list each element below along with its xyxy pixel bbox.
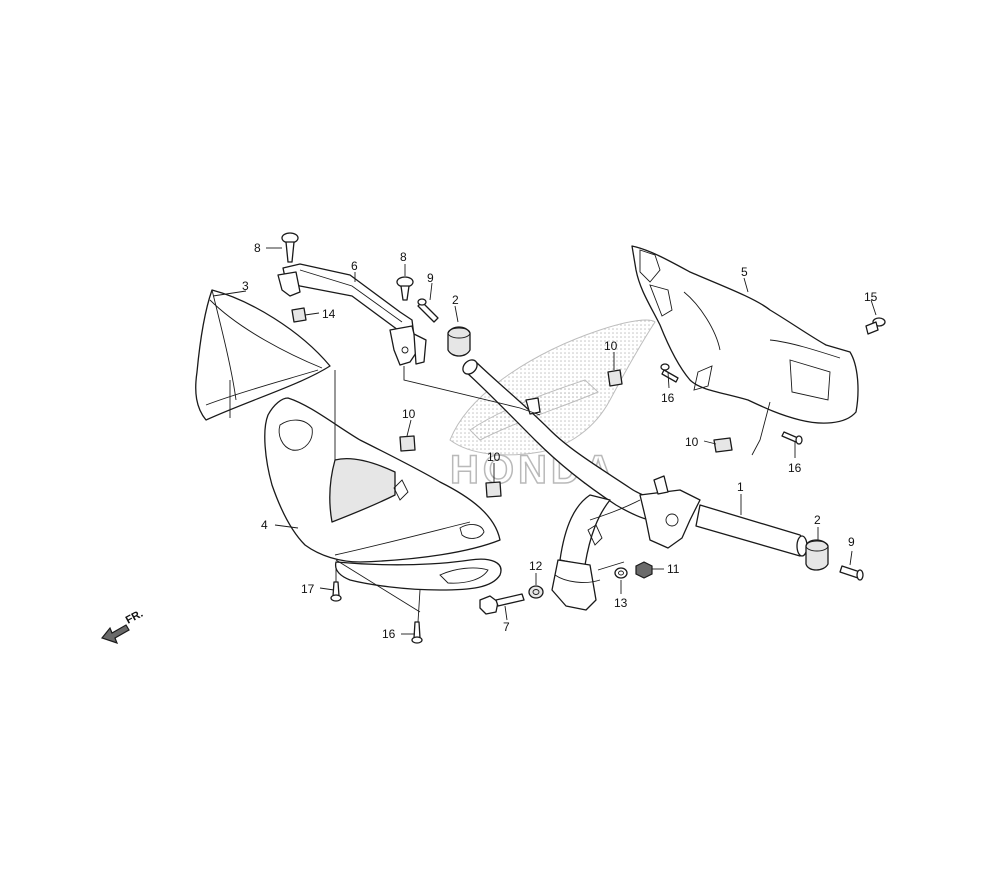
callout-2: 2 bbox=[814, 513, 821, 527]
callout-15: 15 bbox=[864, 290, 878, 304]
callout-12: 12 bbox=[529, 559, 543, 573]
part-7-bolt bbox=[479, 593, 525, 615]
part-10-clip-nut bbox=[399, 435, 416, 452]
callout-2: 2 bbox=[452, 293, 459, 307]
callout-16: 16 bbox=[661, 391, 675, 405]
part-10-clip-nut bbox=[485, 481, 502, 498]
part-16-screw-bottom bbox=[411, 621, 423, 644]
callout-10: 10 bbox=[487, 450, 501, 464]
part-8-screw-upper bbox=[281, 232, 299, 263]
callout-1: 1 bbox=[737, 480, 744, 494]
part-10-clip-nut bbox=[607, 369, 623, 387]
front-arrow-icon bbox=[100, 624, 130, 644]
callout-16: 16 bbox=[788, 461, 802, 475]
part-16-screw-upper bbox=[660, 363, 679, 383]
callout-3: 3 bbox=[242, 279, 249, 293]
part-2-rubber-left bbox=[447, 326, 471, 357]
brand-watermark: HONDA bbox=[449, 319, 656, 493]
part-9-bolt-right bbox=[839, 565, 864, 581]
callout-10: 10 bbox=[685, 435, 699, 449]
callout-13: 13 bbox=[614, 596, 628, 610]
callout-7: 7 bbox=[503, 620, 510, 634]
callout-labels: 1 2 2 3 4 5 6 7 8 8 9 9 10 10 10 10 11 1… bbox=[242, 241, 878, 641]
callout-11: 11 bbox=[667, 562, 680, 576]
leader-lines bbox=[212, 247, 877, 635]
front-direction-label: FR. bbox=[124, 608, 145, 627]
callout-16: 16 bbox=[382, 627, 396, 641]
part-11-nut bbox=[635, 561, 653, 579]
part-13-washer bbox=[614, 567, 628, 579]
part-6-stay-bracket bbox=[277, 263, 427, 366]
callout-9: 9 bbox=[427, 271, 434, 285]
part-16-screw-lower-right bbox=[781, 431, 803, 445]
callout-6: 6 bbox=[351, 259, 358, 273]
callout-8: 8 bbox=[400, 250, 407, 264]
part-1-handlebar-pipe bbox=[462, 359, 808, 611]
part-2-rubber-right bbox=[805, 539, 829, 571]
front-direction-indicator: FR. bbox=[100, 608, 145, 644]
callout-10: 10 bbox=[402, 407, 416, 421]
part-15-screw bbox=[865, 317, 886, 335]
part-5-rear-cover bbox=[631, 245, 859, 424]
callout-9: 9 bbox=[848, 535, 855, 549]
part-8-screw-middle bbox=[396, 276, 414, 301]
callout-17: 17 bbox=[301, 582, 315, 596]
part-12-collar bbox=[528, 585, 544, 599]
callout-5: 5 bbox=[741, 265, 748, 279]
part-3-visor bbox=[195, 289, 331, 421]
part-17-screw bbox=[330, 581, 342, 602]
part-14-clip bbox=[291, 307, 307, 323]
callout-14: 14 bbox=[322, 307, 336, 321]
part-9-bolt-left bbox=[417, 298, 439, 323]
callout-8: 8 bbox=[254, 241, 261, 255]
callout-10: 10 bbox=[604, 339, 618, 353]
part-4-front-cover bbox=[264, 397, 502, 591]
callout-4: 4 bbox=[261, 518, 268, 532]
part-10-clip-nut bbox=[713, 437, 733, 453]
